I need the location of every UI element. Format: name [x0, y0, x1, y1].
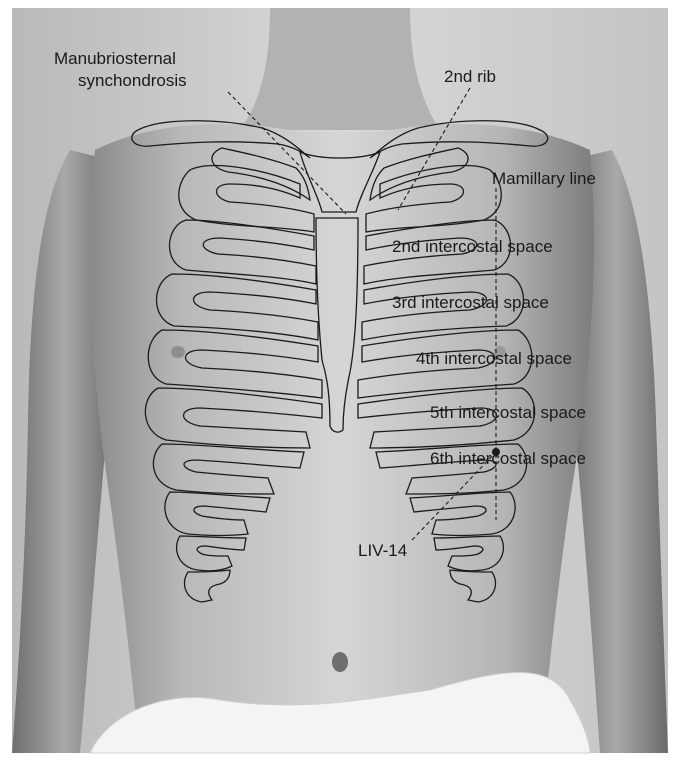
ics3-label: 3rd intercostal space	[392, 293, 549, 312]
rib2-label: 2nd rib	[444, 67, 496, 86]
manubriosternal-label-line2: synchondrosis	[78, 71, 187, 90]
neck	[240, 8, 440, 130]
mamillary-line-label: Mamillary line	[492, 169, 596, 188]
ics2-label: 2nd intercostal space	[392, 237, 553, 256]
ics5-label: 5th intercostal space	[430, 403, 586, 422]
ics6-label: 6th intercostal space	[430, 449, 586, 468]
navel	[332, 652, 348, 672]
liv14-label: LIV-14	[358, 541, 407, 560]
ics4-label: 4th intercostal space	[416, 349, 572, 368]
left-nipple	[171, 346, 185, 358]
manubriosternal-label-line1: Manubriosternal	[54, 49, 176, 68]
